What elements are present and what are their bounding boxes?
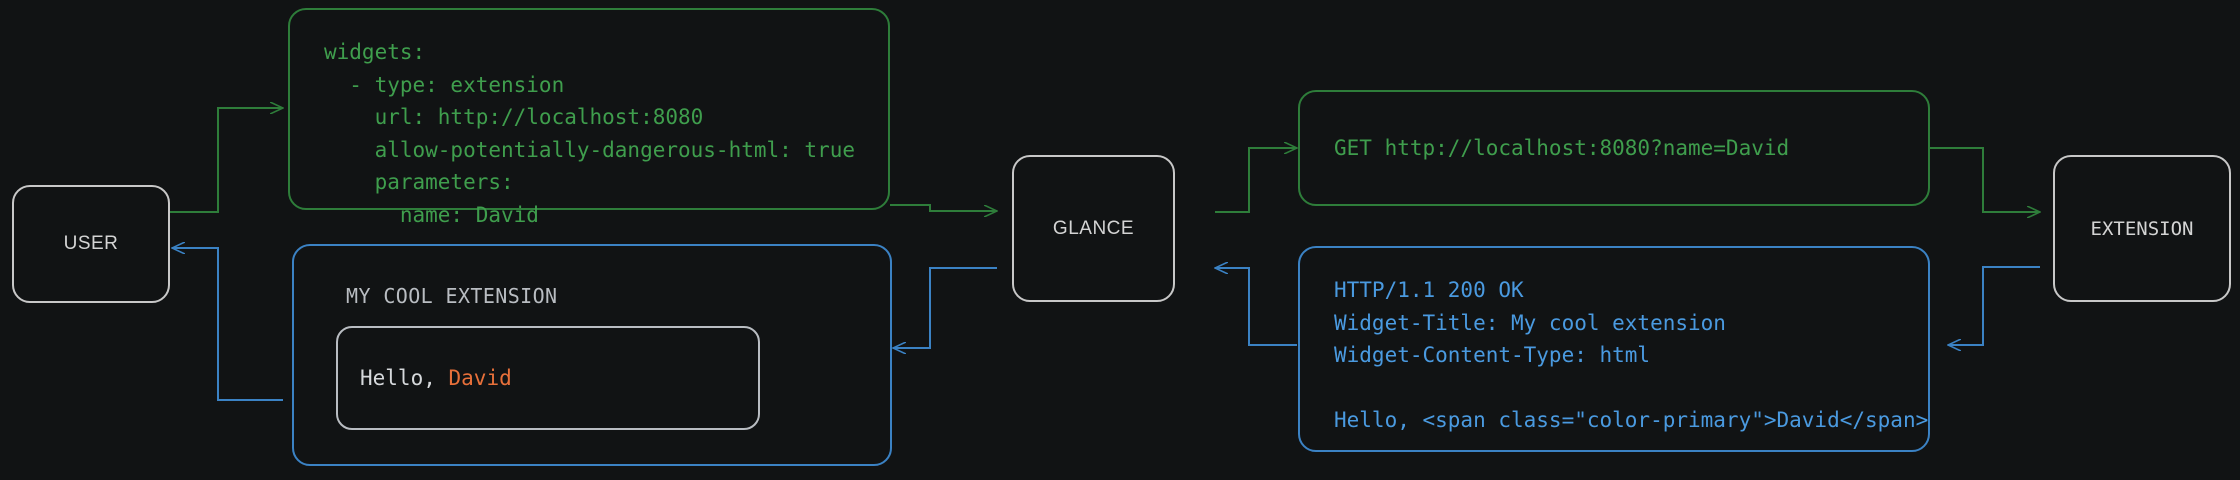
node-user-label: USER <box>63 233 119 254</box>
message-rendered-widget: MY COOL EXTENSION Hello, David <box>292 244 892 466</box>
node-user[interactable]: USER <box>12 185 170 303</box>
rendered-widget-name: David <box>448 366 512 390</box>
edge-rendered-widget-to-user <box>172 248 283 401</box>
node-extension-label: EXTENSION <box>2090 217 2194 240</box>
message-http-request: GET http://localhost:8080?name=David <box>1298 90 1930 206</box>
rendered-widget-greeting: Hello, <box>360 366 449 390</box>
message-config-yaml: widgets: - type: extension url: http://l… <box>288 8 890 227</box>
node-glance-label: GLANCE <box>1052 217 1135 239</box>
edge-glance-to-http-request <box>1215 148 1297 213</box>
node-glance[interactable]: GLANCE <box>1012 155 1175 302</box>
rendered-widget-body: Hello, David <box>336 326 760 430</box>
edge-extension-to-http-response <box>1948 266 2040 345</box>
rendered-widget-title: MY COOL EXTENSION <box>346 284 558 308</box>
edge-config-to-glance <box>890 204 997 211</box>
message-http-response: HTTP/1.1 200 OK Widget-Title: My cool ex… <box>1298 246 1930 452</box>
edge-http-request-to-extension <box>1930 147 2040 212</box>
node-extension[interactable]: EXTENSION <box>2053 155 2231 302</box>
edge-glance-to-rendered-widget <box>893 267 997 348</box>
edge-http-response-to-response-glance <box>1215 268 1297 346</box>
edge-user-to-config <box>170 108 283 213</box>
